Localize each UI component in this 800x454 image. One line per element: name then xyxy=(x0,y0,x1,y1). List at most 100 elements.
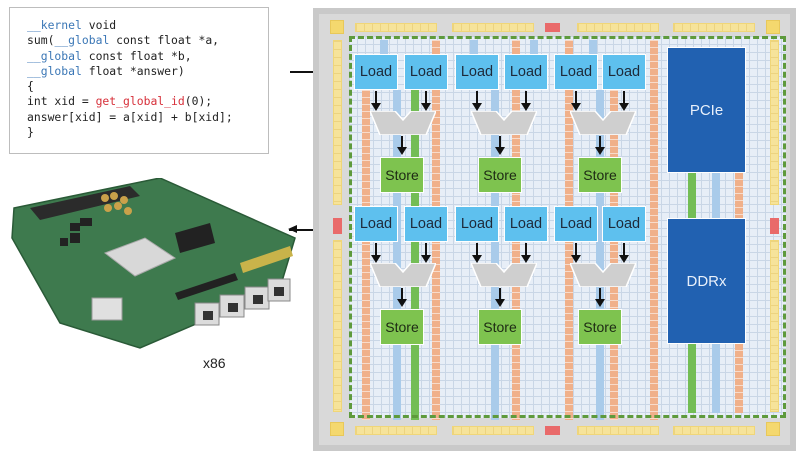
load-unit: Load xyxy=(602,206,646,242)
code-text: sum( xyxy=(27,33,55,48)
arrow-down-icon xyxy=(371,91,381,111)
arrow-down-icon xyxy=(421,91,431,111)
logic-column xyxy=(411,90,419,420)
code-line: __global float *answer) xyxy=(27,64,268,79)
load-unit: Load xyxy=(504,54,548,90)
io-bank-bottom xyxy=(577,426,659,435)
io-bank-top xyxy=(355,23,437,32)
code-text: void xyxy=(81,18,117,32)
sma-connectors xyxy=(101,192,132,215)
adder-mux xyxy=(570,263,636,287)
load-unit: Load xyxy=(455,206,499,242)
logic-column xyxy=(688,343,696,413)
load-unit: Load xyxy=(404,54,448,90)
arrow-down-icon xyxy=(571,243,581,263)
code-text: { xyxy=(27,79,34,94)
ram-column xyxy=(491,90,499,420)
load-unit: Load xyxy=(354,206,398,242)
io-bank-right-red xyxy=(770,218,779,234)
arrow-down-icon xyxy=(595,288,605,307)
load-unit: Load xyxy=(602,54,646,90)
io-bank-bottom-red xyxy=(545,426,560,435)
ram-column xyxy=(530,40,538,55)
adder-mux xyxy=(471,263,537,287)
io-corner xyxy=(766,422,780,436)
ram-column xyxy=(393,90,401,420)
pcie-block: PCIe xyxy=(667,47,746,173)
ram-column xyxy=(596,90,604,420)
code-text: } xyxy=(27,125,34,140)
code-text: const float *a, xyxy=(109,33,220,48)
arrow-down-icon xyxy=(571,91,581,111)
arrow-down-icon xyxy=(397,288,407,307)
arrow-down-icon xyxy=(619,91,629,111)
io-corner xyxy=(330,422,344,436)
io-bank-top xyxy=(577,23,659,32)
io-corner xyxy=(766,20,780,34)
dsp-column xyxy=(735,343,743,413)
code-text: const float *b, xyxy=(81,48,192,63)
fpga-board-image xyxy=(11,178,296,349)
dsp-column xyxy=(610,90,618,420)
adder-mux xyxy=(570,111,636,135)
io-bank-bottom xyxy=(673,426,755,435)
host-label: x86 xyxy=(203,355,226,371)
adder-mux xyxy=(370,263,436,287)
code-line: answer[xid] = a[xid] + b[xid]; xyxy=(27,110,268,125)
ram-column xyxy=(589,40,597,55)
io-bank-top xyxy=(673,23,755,32)
io-bank-bottom xyxy=(452,426,534,435)
code-function: get_global_id xyxy=(95,94,185,109)
ram-column xyxy=(712,172,720,218)
code-text: float *answer) xyxy=(81,63,185,78)
store-unit: Store xyxy=(478,157,522,193)
io-bank-right xyxy=(770,240,779,412)
arrow-fpga-to-host xyxy=(288,225,329,233)
ddr-block: DDRx xyxy=(667,218,746,344)
ram-column xyxy=(380,40,388,55)
arrow-down-icon xyxy=(472,91,482,111)
load-unit: Load xyxy=(554,206,598,242)
io-bank-left-red xyxy=(333,218,342,234)
store-unit: Store xyxy=(380,309,424,345)
arrow-down-icon xyxy=(495,136,505,155)
fpga-chip xyxy=(103,237,177,277)
dsp-column xyxy=(362,90,370,420)
fabric-dashed-boundary xyxy=(349,36,786,418)
io-bank-left xyxy=(333,40,342,205)
arrow-down-icon xyxy=(595,136,605,155)
store-unit: Store xyxy=(478,309,522,345)
io-bank-left xyxy=(333,240,342,412)
arrow-down-icon xyxy=(397,136,407,155)
code-line: int xid = get_global_id(0); xyxy=(27,94,268,109)
io-bank-bottom xyxy=(355,426,437,435)
load-unit: Load xyxy=(455,54,499,90)
arrow-down-icon xyxy=(619,243,629,263)
code-line: __global const float *b, xyxy=(27,49,268,64)
code-keyword: __global xyxy=(27,48,82,63)
load-unit: Load xyxy=(354,54,398,90)
io-corner xyxy=(330,20,344,34)
code-text: int xid = xyxy=(27,94,96,109)
logic-column xyxy=(688,172,696,218)
code-text: (0); xyxy=(184,94,213,109)
io-bank-right xyxy=(770,40,779,205)
adder-mux xyxy=(471,111,537,135)
io-bank-top xyxy=(452,23,534,32)
load-unit: Load xyxy=(554,54,598,90)
dsp-column xyxy=(650,40,658,420)
arrow-down-icon xyxy=(371,243,381,263)
ram-column xyxy=(712,343,720,413)
code-line: __kernel void xyxy=(27,18,268,33)
arrow-down-icon xyxy=(421,243,431,263)
code-line: { xyxy=(27,79,268,94)
io-bank-top-red xyxy=(545,23,560,32)
load-unit: Load xyxy=(504,206,548,242)
code-keyword: __global xyxy=(54,33,110,48)
arrow-down-icon xyxy=(521,91,531,111)
arrow-down-icon xyxy=(495,288,505,307)
code-keyword: __global xyxy=(27,63,82,78)
dsp-column xyxy=(735,172,743,218)
arrow-down-icon xyxy=(472,243,482,263)
